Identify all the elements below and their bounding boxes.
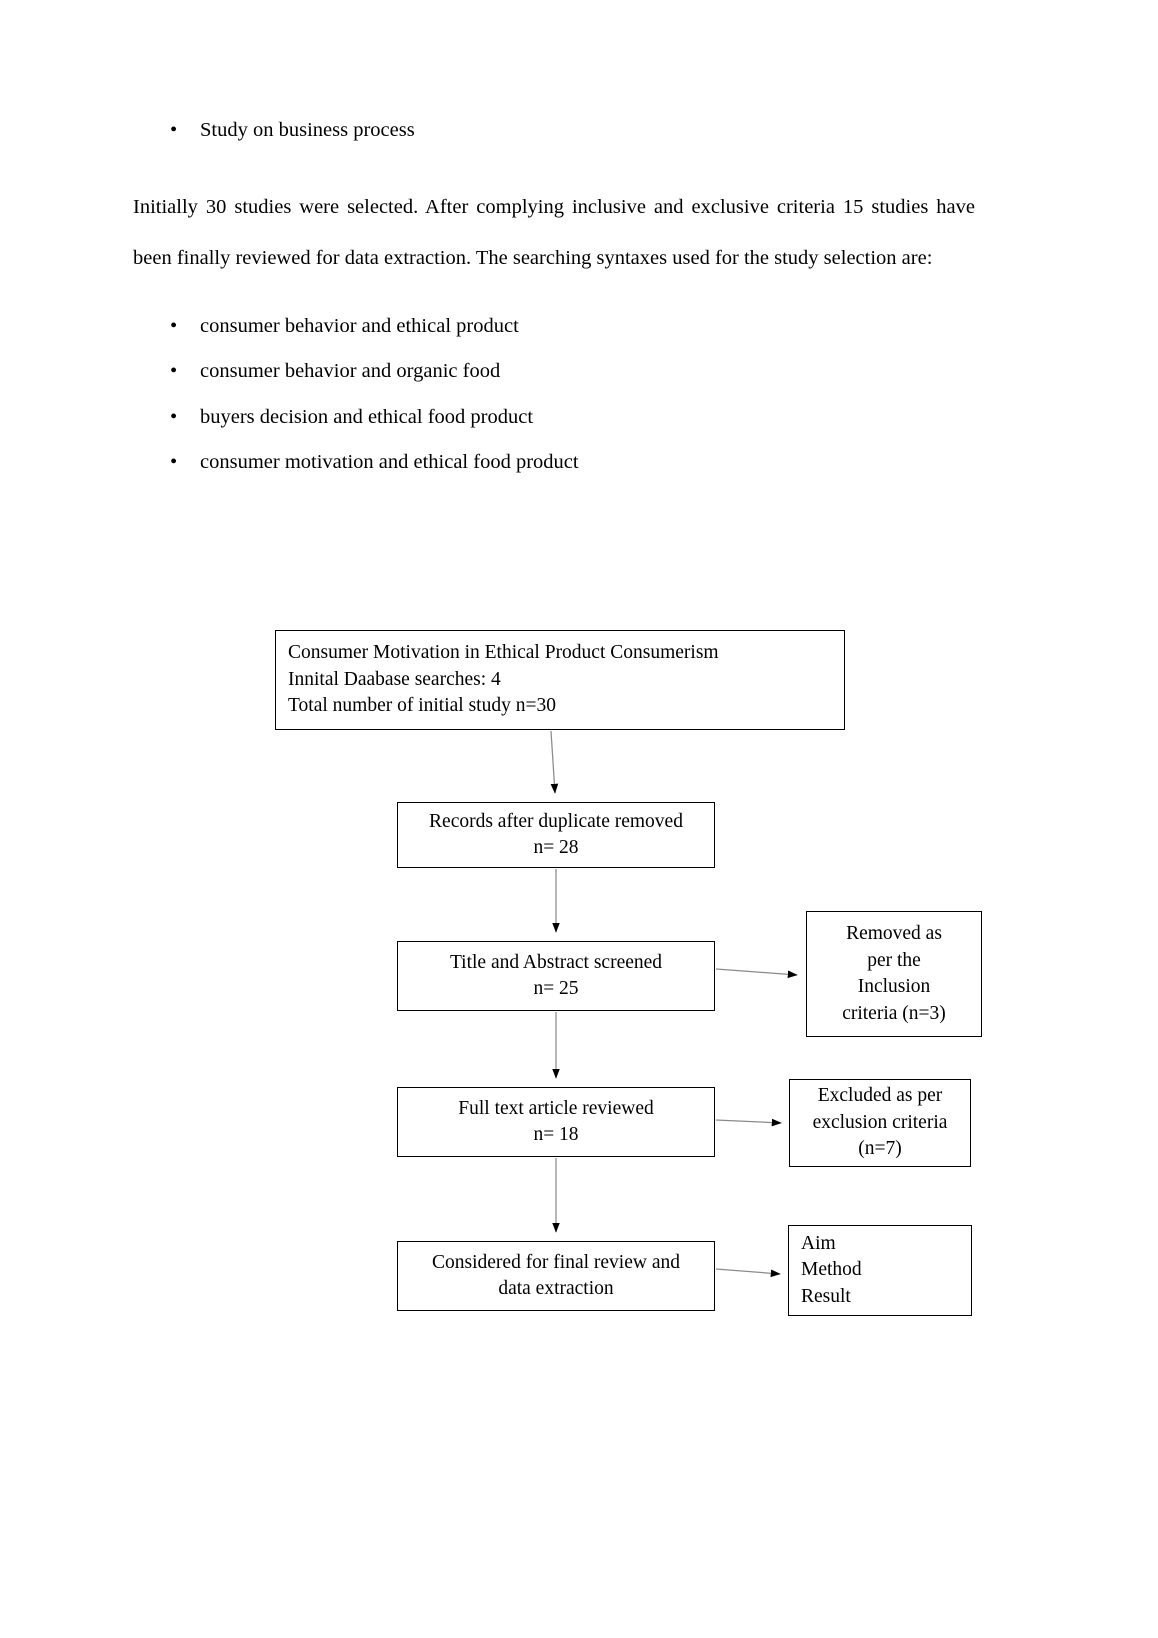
list-item-label: Study on business process [200, 119, 415, 141]
list-item: • consumer behavior and organic food [133, 361, 975, 382]
bullet-icon: • [170, 360, 178, 382]
box-line: (n=7) [858, 1138, 902, 1160]
bullet-icon: • [170, 314, 178, 337]
box-line: Method [801, 1259, 862, 1281]
list-item: • buyers decision and ethical food produ… [133, 405, 975, 428]
list-item-label: consumer behavior and ethical product [200, 314, 519, 337]
box-line: Excluded as per [817, 1085, 943, 1107]
bullet-icon: • [170, 405, 178, 428]
document-text-block: • Study on business process Initially 30… [133, 120, 975, 473]
list-item: • consumer behavior and ethical product [133, 314, 975, 337]
arrow-source-to-dedup [550, 730, 559, 794]
box-line: Consumer Motivation in Ethical Product C… [288, 642, 719, 664]
body-paragraph: Initially 30 studies were selected. Afte… [133, 195, 975, 269]
box-line: Considered for final review and [432, 1251, 680, 1273]
box-line: n= 25 [533, 978, 579, 999]
search-syntax-bullet-list: • consumer behavior and ethical product … [133, 314, 975, 473]
box-line: n= 18 [533, 1124, 579, 1145]
intro-bullet-list: • Study on business process [133, 120, 975, 141]
box-line: Total number of initial study n=30 [288, 695, 556, 717]
box-line: Records after duplicate removed [429, 810, 683, 832]
box-line: Full text article reviewed [458, 1097, 654, 1119]
bullet-icon: • [170, 451, 178, 473]
box-line: Inclusion [857, 976, 931, 997]
full-text-reviewed-box: Full text article reviewed n= 18 [397, 1087, 715, 1157]
records-after-duplicates-box: Records after duplicate removed n= 28 [397, 802, 715, 868]
list-item-label: consumer behavior and organic food [200, 360, 501, 382]
box-line: per the [867, 949, 921, 971]
excluded-exclusion-criteria-box: Excluded as per exclusion criteria (n=7) [789, 1079, 971, 1167]
final-review-box: Considered for final review and data ext… [397, 1241, 715, 1311]
list-item-label: consumer motivation and ethical food pro… [200, 451, 579, 473]
box-line: data extraction [498, 1278, 614, 1299]
bullet-icon: • [170, 119, 178, 141]
list-item-label: buyers decision and ethical food product [200, 405, 534, 428]
arrow-final-to-outcomes [715, 1268, 781, 1278]
box-line: Title and Abstract screened [449, 951, 663, 973]
removed-inclusion-criteria-box: Removed as per the Inclusion criteria (n… [806, 911, 982, 1037]
box-line: Result [801, 1285, 851, 1307]
box-line: n= 28 [533, 837, 579, 858]
arrow-screen-to-removed [715, 968, 798, 979]
extraction-outcomes-box: Aim Method Result [788, 1225, 972, 1316]
box-line: Innital Daabase searches: 4 [288, 668, 501, 690]
arrow-fulltext-to-excluded [715, 1118, 782, 1127]
source-identification-box: Consumer Motivation in Ethical Product C… [275, 630, 845, 730]
box-line: criteria (n=3) [842, 1002, 946, 1024]
list-item: • consumer motivation and ethical food p… [133, 452, 975, 473]
title-abstract-screened-box: Title and Abstract screened n= 25 [397, 941, 715, 1011]
box-line: Aim [801, 1232, 836, 1254]
list-item: • Study on business process [133, 120, 975, 141]
box-line: exclusion criteria [812, 1111, 948, 1133]
box-line: Removed as [846, 923, 942, 944]
